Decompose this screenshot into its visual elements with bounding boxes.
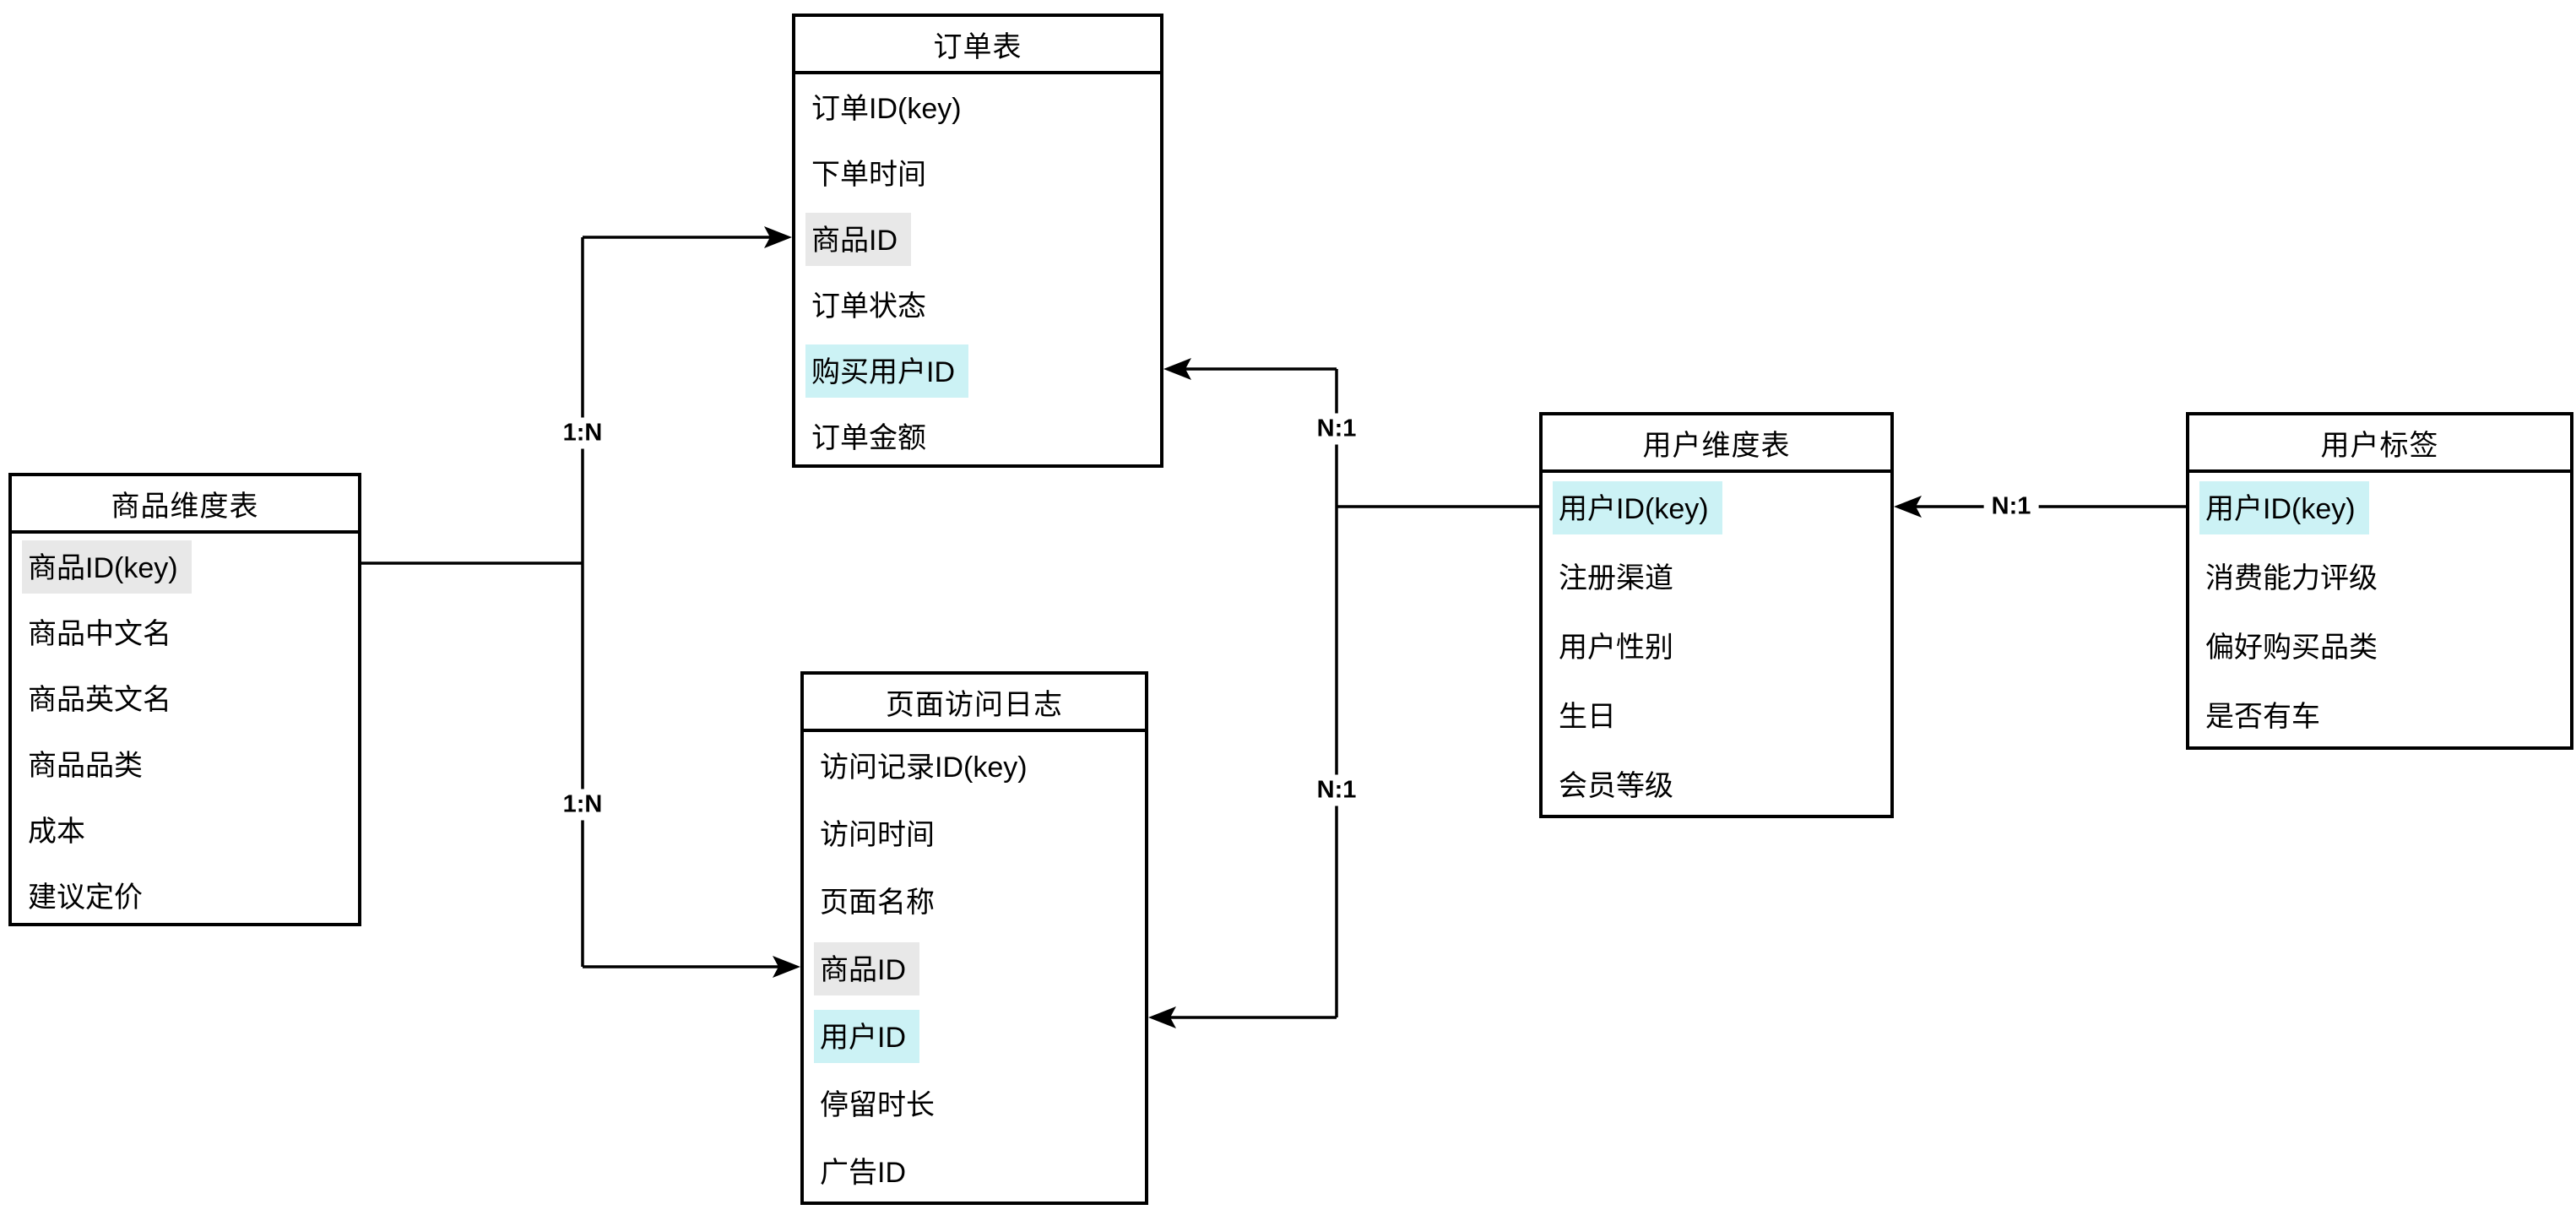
- table-field-row: 访问时间: [804, 800, 1145, 867]
- table-field-row: 商品品类: [12, 731, 358, 797]
- field-label: 商品中文名: [28, 617, 171, 650]
- field-label: 购买用户ID: [805, 344, 968, 398]
- field-label: 停留时长: [820, 1088, 935, 1121]
- table-field-row: 购买用户ID: [795, 338, 1160, 404]
- field-label: 偏好购买品类: [2205, 631, 2378, 664]
- table-field-row: 消费能力评级: [2189, 542, 2570, 611]
- table-field-row: 是否有车: [2189, 681, 2570, 750]
- field-label: 商品ID(key): [22, 540, 192, 594]
- table-field-row: 访问记录ID(key): [804, 732, 1145, 800]
- table-field-row: 商品ID: [795, 206, 1160, 272]
- table-field-row: 会员等级: [1543, 750, 1890, 819]
- relationship-label: 1:N: [555, 417, 610, 449]
- entity-user-dimension-table: 用户维度表 用户ID(key) 注册渠道 用户性别 生日 会员等级: [1539, 412, 1894, 818]
- field-label: 访问记录ID(key): [820, 751, 1028, 784]
- table-field-row: 商品ID(key): [12, 534, 358, 599]
- table-title: 页面访问日志: [804, 675, 1145, 732]
- table-field-row: 用户ID: [804, 1002, 1145, 1070]
- table-field-row: 生日: [1543, 681, 1890, 750]
- arrowhead-icon: [1894, 496, 1922, 518]
- table-title: 订单表: [795, 17, 1160, 74]
- table-field-row: 注册渠道: [1543, 542, 1890, 611]
- field-label: 成本: [28, 815, 85, 848]
- table-rows: 用户ID(key) 注册渠道 用户性别 生日 会员等级: [1543, 473, 1890, 819]
- field-label: 订单金额: [811, 421, 926, 454]
- table-field-row: 订单金额: [795, 404, 1160, 469]
- table-field-row: 下单时间: [795, 140, 1160, 206]
- table-field-row: 商品英文名: [12, 665, 358, 731]
- field-label: 建议定价: [28, 881, 143, 914]
- table-title: 用户标签: [2189, 415, 2570, 473]
- table-field-row: 用户ID(key): [2189, 473, 2570, 542]
- entity-product-dimension-table: 商品维度表 商品ID(key) 商品中文名 商品英文名 商品品类 成本 建议定价: [8, 473, 361, 926]
- table-field-row: 订单状态: [795, 272, 1160, 338]
- entity-page-visit-log-table: 页面访问日志 访问记录ID(key) 访问时间 页面名称 商品ID 用户ID 停…: [800, 671, 1148, 1205]
- field-label: 用户ID(key): [2199, 480, 2369, 534]
- table-field-row: 建议定价: [12, 863, 358, 929]
- field-label: 用户性别: [1559, 631, 1673, 664]
- table-field-row: 成本: [12, 797, 358, 863]
- entity-user-tag-table: 用户标签 用户ID(key) 消费能力评级 偏好购买品类 是否有车: [2186, 412, 2573, 750]
- table-rows: 订单ID(key) 下单时间 商品ID 订单状态 购买用户ID 订单金额: [795, 74, 1160, 469]
- table-field-row: 商品ID: [804, 935, 1145, 1002]
- arrowhead-icon: [1148, 1006, 1176, 1028]
- relationship-label: N:1: [1309, 413, 1364, 445]
- field-label: 用户ID(key): [1553, 480, 1722, 534]
- field-label: 商品英文名: [28, 683, 171, 716]
- table-field-row: 页面名称: [804, 867, 1145, 935]
- table-rows: 访问记录ID(key) 访问时间 页面名称 商品ID 用户ID 停留时长 广告I…: [804, 732, 1145, 1205]
- relationship-label: 1:N: [555, 789, 610, 821]
- field-label: 消费能力评级: [2205, 561, 2378, 594]
- table-field-row: 商品中文名: [12, 599, 358, 665]
- table-rows: 商品ID(key) 商品中文名 商品英文名 商品品类 成本 建议定价: [12, 534, 358, 929]
- field-label: 订单状态: [811, 290, 926, 323]
- table-field-row: 用户性别: [1543, 611, 1890, 681]
- field-label: 商品ID: [814, 941, 919, 995]
- table-field-row: 用户ID(key): [1543, 473, 1890, 542]
- field-label: 会员等级: [1559, 769, 1673, 802]
- field-label: 广告ID: [820, 1156, 906, 1189]
- arrowhead-icon: [773, 956, 800, 978]
- field-label: 订单ID(key): [811, 92, 962, 125]
- field-label: 商品品类: [28, 749, 143, 782]
- field-label: 商品ID: [805, 212, 911, 266]
- field-label: 是否有车: [2205, 700, 2320, 733]
- field-label: 生日: [1559, 700, 1616, 733]
- arrowhead-icon: [764, 226, 792, 248]
- field-label: 用户ID: [814, 1009, 919, 1063]
- field-label: 注册渠道: [1559, 561, 1673, 594]
- relationship-label: N:1: [1983, 491, 2039, 523]
- arrowhead-icon: [1163, 358, 1191, 380]
- field-label: 页面名称: [820, 886, 935, 919]
- table-title: 用户维度表: [1543, 415, 1890, 473]
- table-field-row: 广告ID: [804, 1137, 1145, 1205]
- table-field-row: 停留时长: [804, 1070, 1145, 1137]
- table-field-row: 订单ID(key): [795, 74, 1160, 140]
- entity-order-table: 订单表 订单ID(key) 下单时间 商品ID 订单状态 购买用户ID 订单金额: [792, 14, 1163, 468]
- field-label: 访问时间: [820, 818, 935, 851]
- table-field-row: 偏好购买品类: [2189, 611, 2570, 681]
- relationship-label: N:1: [1309, 774, 1364, 806]
- table-title: 商品维度表: [12, 476, 358, 534]
- field-label: 下单时间: [811, 158, 926, 191]
- table-rows: 用户ID(key) 消费能力评级 偏好购买品类 是否有车: [2189, 473, 2570, 750]
